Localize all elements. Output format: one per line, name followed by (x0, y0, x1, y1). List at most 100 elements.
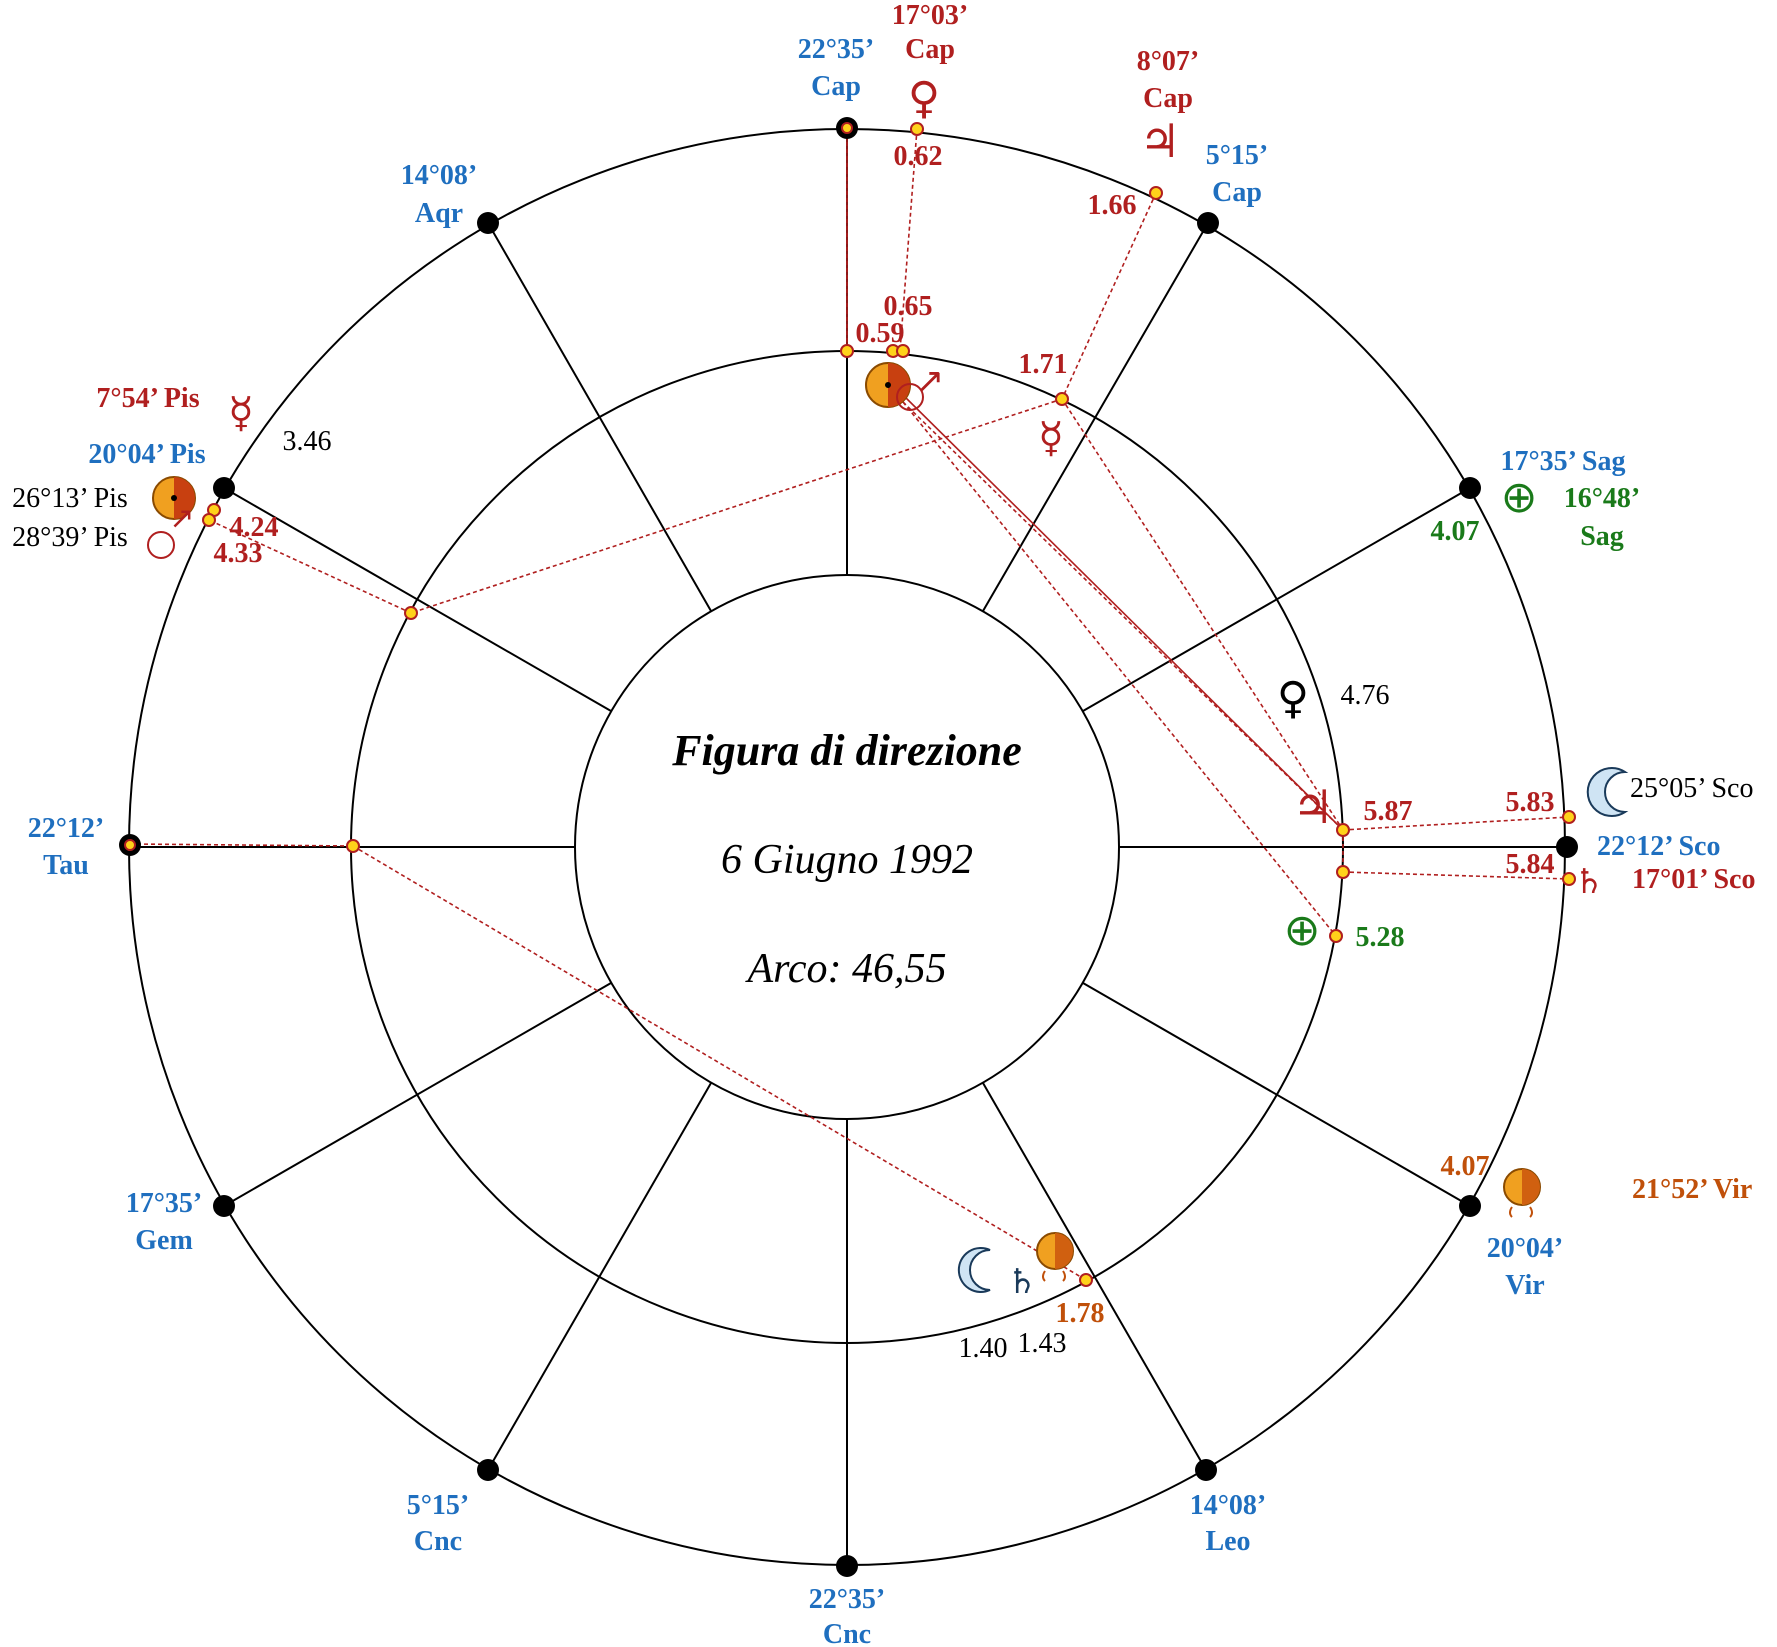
venus-icon-direct: ♀ (1277, 673, 1309, 724)
marker-433 (202, 513, 216, 527)
mercury-icon-direct: ☿ (1038, 413, 1064, 462)
value-166: 1.66 (1088, 190, 1137, 221)
jupiter-sign: Cap (1143, 83, 1193, 114)
value-433: 4.33 (214, 538, 263, 569)
value-407-vir: 4.07 (1441, 1151, 1490, 1182)
cusp-dot-12 (1459, 477, 1481, 499)
chart-arc: Arco: 46,55 (744, 946, 946, 992)
marker-528 (1329, 929, 1343, 943)
cusp-sign-9: Aqr (415, 198, 463, 229)
mars-icon-top: ↗ (916, 361, 945, 401)
marker-584-inner (1336, 865, 1350, 879)
cusp-dot-11 (1197, 212, 1219, 234)
cusp-dots (119, 117, 1578, 1577)
cusp-label-11: 5°15’ (1206, 140, 1269, 171)
cusp-label-ic: 22°35’ (809, 1584, 886, 1615)
value-140: 1.40 (959, 1333, 1008, 1364)
mars-pis-position: 28°39’ Pis (12, 522, 128, 553)
cusp-label-6: 17°35’ (126, 1188, 203, 1219)
node-position: 21°52’ Vir (1632, 1174, 1752, 1205)
cusp-dot-2 (1459, 1195, 1481, 1217)
cusp-sign-11: Cap (1212, 177, 1262, 208)
cusp-label-2: 20°04’ (1487, 1233, 1564, 1264)
value-587: 5.87 (1364, 796, 1413, 827)
sun-symbol-top (865, 362, 911, 408)
chart-date: 6 Giugno 1992 (721, 837, 973, 883)
cusp-dot-5 (477, 1459, 499, 1481)
cusp-sign-mc: Cap (811, 71, 861, 102)
cusp-sign-5: Cnc (414, 1526, 462, 1557)
moon-icon (1586, 767, 1629, 817)
marker-583 (1562, 810, 1576, 824)
cusp-sign-desc: Tau (43, 850, 89, 881)
cusp-label-mc: 22°35’ (798, 34, 875, 65)
value-584: 5.84 (1506, 849, 1555, 880)
value-346: 3.46 (283, 426, 332, 457)
cusp-label-3: 14°08’ (1190, 1490, 1267, 1521)
jupiter-icon-direct: ♃ (1292, 780, 1333, 834)
value-407-sag: 4.07 (1431, 516, 1480, 547)
venus-position: 17°03’ (892, 0, 969, 31)
mars-circle-top (896, 383, 924, 411)
marker-587 (1336, 823, 1350, 837)
mercury-icon: ☿ (228, 388, 254, 437)
fortune-position: 16°48’ (1564, 483, 1641, 514)
saturn-position: 17°01’ Sco (1632, 864, 1755, 895)
cusp-dot-9 (477, 212, 499, 234)
value-528: 5.28 (1356, 922, 1405, 953)
marker-059 (840, 344, 854, 358)
marker-mc (841, 122, 853, 134)
value-059: 0.59 (856, 318, 905, 349)
mars-icon-pis: ↗ (169, 501, 194, 536)
venus-sign: Cap (905, 34, 955, 65)
marker-desc-mid (404, 606, 418, 620)
jupiter-position: 8°07’ (1137, 46, 1200, 77)
cusp-sign-3: Leo (1205, 1526, 1250, 1557)
marker-desc (124, 839, 136, 851)
node-symbol-vir (1503, 1168, 1541, 1218)
chart-title: Figura di direzione (671, 726, 1022, 775)
saturn-icon: ♄ (1574, 862, 1604, 902)
sun-aspect-line (902, 394, 1344, 831)
cusp-label-desc: 22°12’ (28, 813, 105, 844)
venus-icon: ♀ (908, 73, 940, 124)
moon-icon-bottom (957, 1247, 991, 1293)
value-143: 1.43 (1018, 1328, 1067, 1359)
value-424: 4.24 (230, 512, 279, 543)
saturn-icon-bottom: ♄ (1007, 1262, 1037, 1302)
value-476: 4.76 (1341, 680, 1390, 711)
value-171: 1.71 (1019, 349, 1068, 380)
cusp-sign-ic: Cnc (823, 1619, 871, 1647)
marker-desc-inner (346, 839, 360, 853)
fortune-icon-direct: ⊕ (1284, 905, 1321, 956)
sun-symbol-pis (152, 476, 196, 520)
value-065: 0.65 (884, 291, 933, 322)
marker-065b (896, 344, 910, 358)
marker-171 (1055, 392, 1069, 406)
cusp-dot-6 (213, 1195, 235, 1217)
marker-jupiter-outer (1149, 186, 1163, 200)
fortune-icon: ⊕ (1501, 472, 1538, 523)
jupiter-icon: ♃ (1139, 114, 1180, 168)
marker-dots (124, 122, 1576, 1287)
cusp-label-9: 14°08’ (401, 160, 478, 191)
sun-pis-position: 26°13’ Pis (12, 483, 128, 514)
marker-584 (1562, 872, 1576, 886)
mercury-position: 7°54’ Pis (96, 383, 199, 414)
cusp-label-asc: 22°12’ Sco (1597, 831, 1720, 862)
mars-circle-pis (147, 531, 175, 559)
cusp-label-12: 17°35’ Sag (1500, 446, 1625, 477)
cusp-label-5: 5°15’ (407, 1490, 470, 1521)
value-583: 5.83 (1506, 787, 1555, 818)
cusp-label-8: 20°04’ Pis (88, 439, 205, 470)
cusp-dot-asc (1556, 836, 1578, 858)
node-symbol-bottom (1036, 1232, 1074, 1282)
value-062: 0.62 (894, 141, 943, 172)
cusp-dot-8 (213, 477, 235, 499)
moon-position: 25°05’ Sco (1630, 773, 1753, 804)
marker-venus-outer (910, 122, 924, 136)
cusp-sign-6: Gem (135, 1225, 193, 1256)
value-178: 1.78 (1056, 1298, 1105, 1329)
marker-178 (1079, 1273, 1093, 1287)
